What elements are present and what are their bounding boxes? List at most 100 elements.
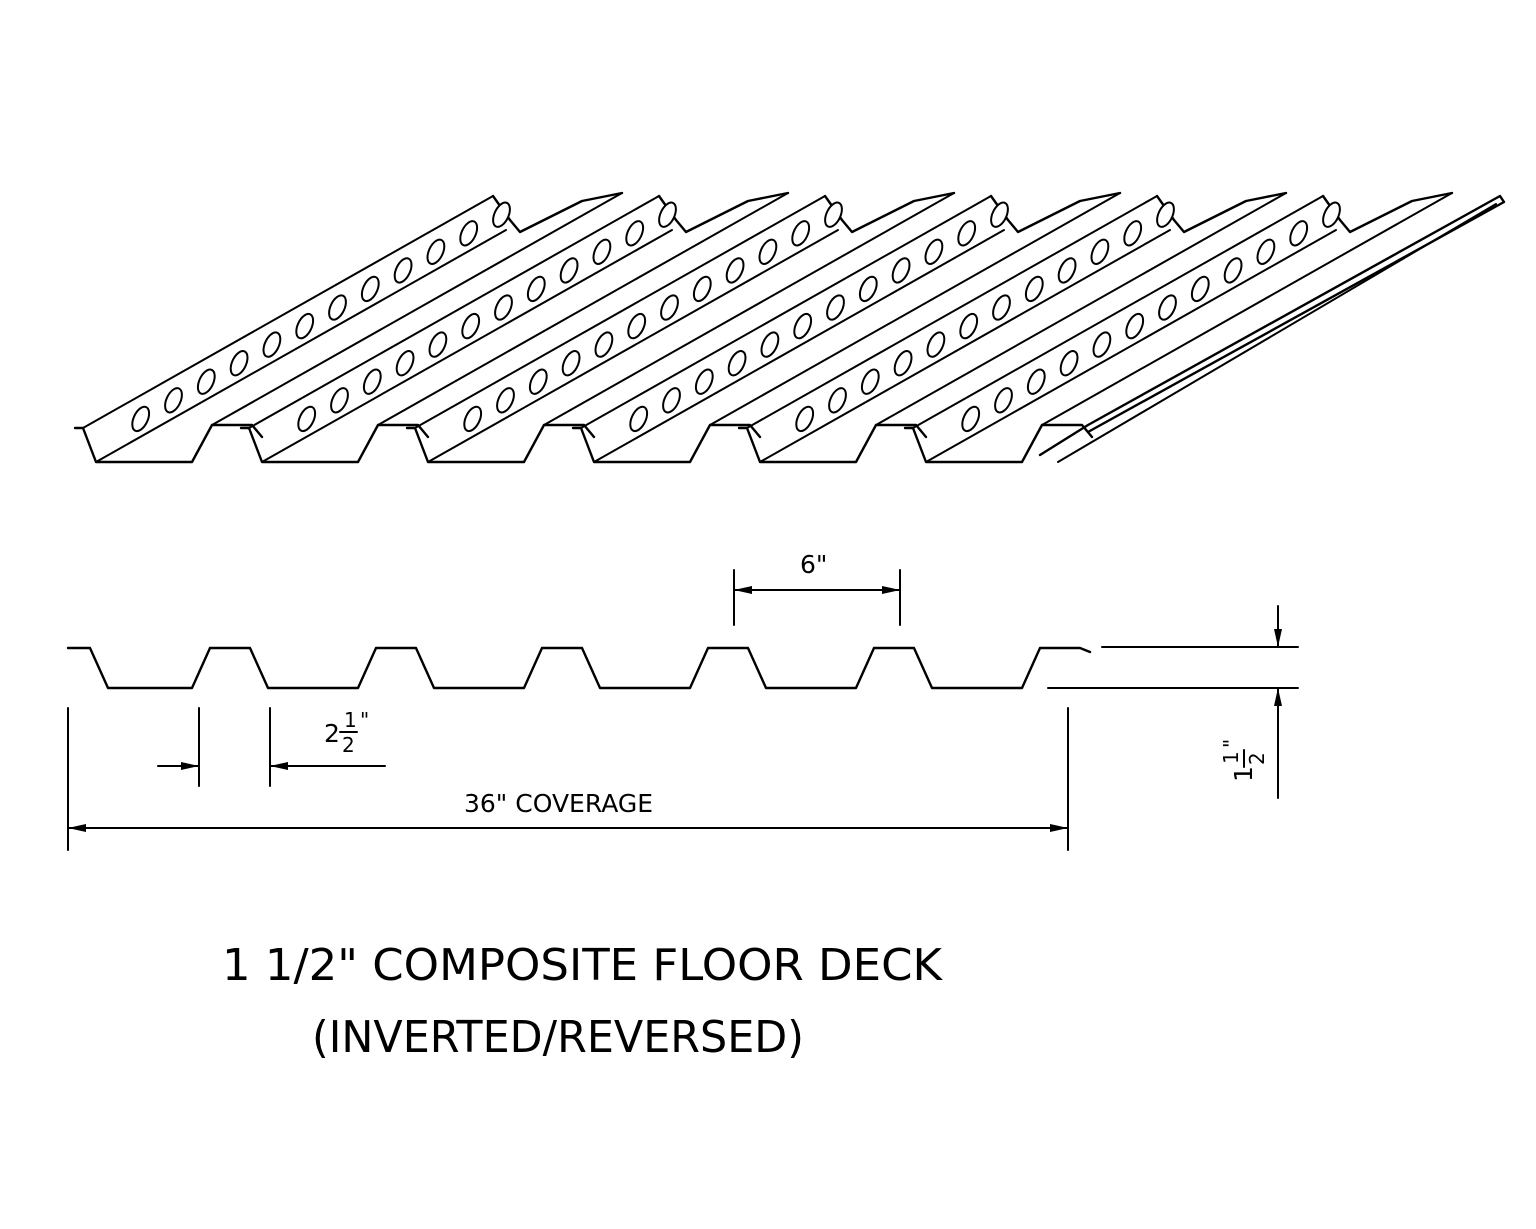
dim-coverage-label: 36" COVERAGE	[464, 789, 653, 818]
iso-web-hole	[959, 312, 979, 340]
iso-rib-edge	[593, 229, 1005, 463]
iso-rib-edge	[925, 229, 1337, 463]
iso-web-hole	[793, 312, 813, 340]
iso-edge-line	[1057, 203, 1497, 463]
iso-web-hole	[459, 220, 479, 247]
iso-web-hole	[824, 201, 843, 228]
iso-web-hole	[196, 368, 216, 395]
iso-rib-edge	[261, 229, 673, 463]
iso-web-hole	[1059, 350, 1079, 377]
dimension-rib-width: 2 1 2 "	[157, 707, 386, 787]
iso-web-hole	[328, 294, 347, 321]
iso-rib-front	[239, 423, 430, 464]
iso-web-hole	[362, 368, 382, 395]
iso-web-hole	[395, 350, 415, 377]
iso-web-hole	[1057, 257, 1077, 284]
iso-web-hole	[662, 387, 681, 414]
iso-rib-edge	[377, 192, 789, 426]
iso-rib-edge	[82, 195, 494, 429]
iso-rib-edge	[1041, 192, 1453, 426]
iso-web-hole	[496, 387, 515, 414]
iso-rib-edge	[875, 192, 1287, 426]
iso-rib-front	[73, 423, 264, 464]
iso-web-hole	[461, 312, 481, 340]
iso-web-hole	[1223, 257, 1243, 284]
iso-web-hole	[692, 275, 712, 303]
iso-web-hole	[1158, 294, 1177, 321]
iso-web-hole	[893, 350, 913, 377]
iso-rib-back	[823, 191, 956, 234]
dim-rib-denominator: 2	[342, 733, 355, 757]
iso-rib-back	[657, 191, 790, 234]
iso-web-hole	[629, 405, 649, 433]
iso-web-hole	[858, 275, 878, 303]
iso-web-hole	[131, 405, 151, 433]
iso-web-hole	[592, 238, 612, 265]
iso-web-hole	[528, 368, 548, 395]
dim-depth-whole: 1	[1229, 766, 1258, 782]
iso-web-hole	[526, 275, 546, 303]
iso-web-hole	[758, 238, 778, 265]
iso-web-hole	[428, 331, 448, 358]
iso-rib-back	[491, 191, 624, 234]
iso-rib-edge	[912, 195, 1324, 429]
iso-web-hole	[957, 220, 977, 247]
iso-web-hole	[393, 257, 413, 284]
iso-rib-edge	[759, 229, 1171, 463]
iso-web-hole	[992, 294, 1011, 321]
iso-rib-edge	[543, 192, 955, 426]
iso-rib-edge	[248, 195, 660, 429]
iso-rib-front	[737, 423, 928, 464]
dim-rib-numerator: 1	[344, 708, 357, 732]
iso-web-hole	[297, 405, 317, 433]
iso-rib-back	[989, 191, 1122, 234]
iso-web-hole	[994, 387, 1013, 414]
iso-web-hole	[1156, 201, 1175, 228]
iso-web-hole	[791, 220, 811, 247]
iso-web-hole	[1190, 275, 1210, 303]
iso-web-hole	[860, 368, 880, 395]
dimension-coverage: 36" COVERAGE	[67, 707, 1069, 851]
iso-web-hole	[926, 331, 946, 358]
isometric-deck-view	[73, 191, 1506, 464]
drawing-title: 1 1/2" COMPOSITE FLOOR DECK	[222, 940, 943, 991]
dim-depth-numerator: 1	[1219, 751, 1243, 764]
iso-web-hole	[760, 331, 780, 358]
iso-web-hole	[627, 312, 647, 340]
iso-web-hole	[492, 201, 511, 228]
iso-web-hole	[330, 387, 349, 414]
iso-rib-edge	[414, 195, 826, 429]
dimension-top-pitch: 6"	[733, 550, 901, 626]
dim-depth-mark: "	[1219, 739, 1243, 748]
iso-web-hole	[360, 275, 380, 303]
iso-web-hole	[561, 350, 581, 377]
iso-web-hole	[262, 331, 282, 358]
iso-edge-flat	[1038, 194, 1506, 457]
iso-web-hole	[1289, 220, 1309, 247]
iso-rib-edge	[580, 195, 992, 429]
iso-web-hole	[826, 294, 845, 321]
iso-web-hole	[625, 220, 645, 247]
dim-rib-whole: 2	[324, 719, 340, 748]
iso-web-hole	[725, 257, 745, 284]
iso-rib-front	[903, 423, 1094, 464]
iso-rib-edge	[211, 192, 623, 426]
iso-web-hole	[559, 257, 579, 284]
drawing-subtitle: (INVERTED/REVERSED)	[312, 1012, 804, 1063]
iso-rib-edge	[709, 192, 1121, 426]
iso-rib-front	[405, 423, 596, 464]
iso-web-hole	[828, 387, 847, 414]
iso-web-hole	[795, 405, 815, 433]
iso-web-hole	[594, 331, 614, 358]
iso-web-hole	[1322, 201, 1341, 228]
iso-web-hole	[494, 294, 513, 321]
iso-web-hole	[229, 350, 249, 377]
dimension-depth: 1 1 2 "	[1219, 605, 1282, 799]
iso-web-hole	[1123, 220, 1143, 247]
dim-top-pitch-label: 6"	[800, 550, 827, 579]
iso-rib-edge	[95, 229, 507, 463]
iso-web-hole	[1256, 238, 1276, 265]
dim-depth-denominator: 2	[1245, 752, 1269, 765]
iso-web-hole	[295, 312, 315, 340]
iso-web-hole	[164, 387, 183, 414]
